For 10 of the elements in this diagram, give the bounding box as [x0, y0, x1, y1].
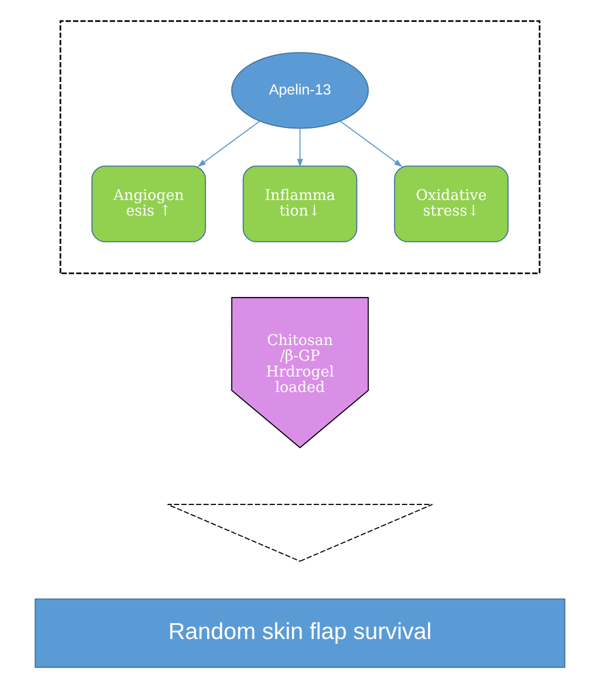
node-box: Inflamma tion↓	[242, 166, 358, 242]
node-box: Oxidative stress↓	[394, 166, 509, 242]
node-box: Random skin flap survival	[34, 598, 566, 668]
arrow	[340, 120, 402, 167]
node-triangle	[167, 504, 433, 562]
arrow	[198, 120, 260, 167]
node-box: Angiogen esis ↑	[91, 166, 206, 242]
cluster	[60, 20, 540, 274]
arrow	[297, 128, 303, 168]
node-ellipse: Apelin-13	[231, 52, 369, 129]
